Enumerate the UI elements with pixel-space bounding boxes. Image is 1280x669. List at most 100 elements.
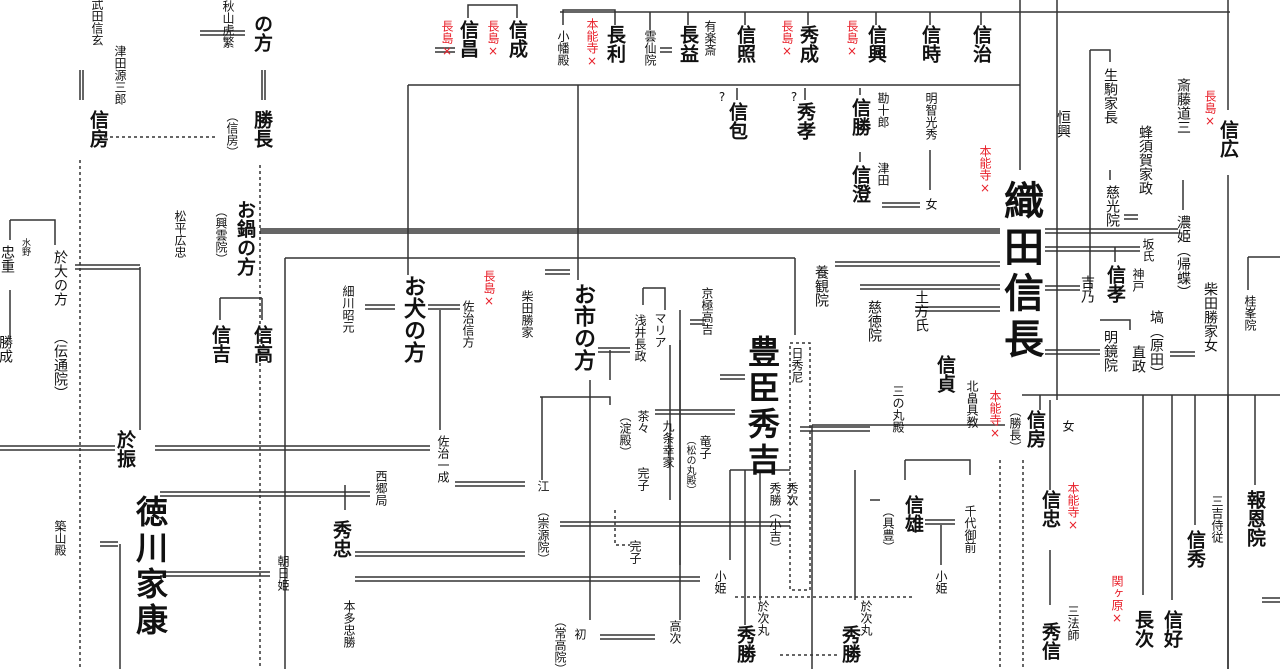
person-jikoin: 慈光院	[1104, 185, 1120, 227]
person-matsunomaru: （松の丸殿）	[684, 435, 695, 495]
uncertain-mark: ?	[715, 90, 729, 104]
person-meikyoin: 明鏡院	[1102, 330, 1118, 372]
person-azai-nagamasa: 浅井長政	[633, 314, 647, 362]
person-ofuri: 於振	[114, 430, 136, 468]
person-hachisuka: 蜂須賀家政	[1137, 125, 1153, 195]
person-obata: 小幡殿	[556, 30, 570, 66]
person-nisshuni: 日秀尼	[790, 347, 804, 383]
person-nagatsugu: 長次	[1132, 610, 1154, 648]
death-mark: 長島×	[486, 20, 500, 58]
death-mark: 本能寺×	[1066, 482, 1080, 532]
person-kanjuro: 勘十郎	[876, 92, 890, 128]
death-mark: 長島×	[845, 20, 859, 58]
line-marriage-short	[200, 30, 920, 208]
person-nobutoki: 信時	[919, 25, 941, 63]
person-ikoma: 生駒家長	[1102, 68, 1118, 124]
person-ban-harada: 塙（原田）	[1148, 310, 1164, 380]
person-nohime: 濃姫（帰蝶）	[1175, 215, 1191, 299]
person-hidenari: 秀成	[797, 25, 819, 63]
person-unsenin: 雲仙院	[643, 30, 657, 66]
person-shibata-katsuie: 柴田勝家	[520, 290, 534, 338]
person-saji-nobukata: 佐治信方	[461, 300, 475, 348]
person-keihoin: 桂峯院	[1243, 295, 1257, 331]
person-nobukatsu-2: 信雄	[902, 495, 924, 533]
line-marriage-v	[79, 70, 266, 100]
person-kitabatake: 北畠具教	[965, 380, 979, 428]
person-nobuharu: 信治	[970, 25, 992, 63]
person-oda-nobunaga: 織田信長	[997, 180, 1043, 364]
line-oinu	[365, 304, 460, 430]
person-maria: マリア	[653, 312, 667, 348]
person-nobuoki: 信興	[865, 25, 887, 63]
person-sanboshi: 三法師	[1066, 605, 1080, 641]
person-hidekatsu-right: 秀勝	[839, 625, 861, 663]
line-right-relations	[1089, 49, 1184, 330]
person-gusho: （具豊）	[881, 505, 895, 553]
person-hatsu: 初	[573, 628, 587, 640]
person-shibata-daughter: 柴田勝家女	[1202, 282, 1218, 352]
person-jitokuin: 慈徳院	[866, 300, 882, 342]
person-sugenin: （崇源院）	[536, 505, 550, 565]
person-toyotomi-hideyoshi: 豊臣秀吉	[743, 335, 781, 479]
person-akiyama: 秋山虎繁	[221, 0, 235, 48]
person-hoonin: 報恩院	[1244, 490, 1266, 547]
person-nobukane: 信包	[726, 102, 748, 140]
line-concubines	[835, 261, 1000, 312]
person-nobutaka-2: 信高	[251, 325, 273, 363]
person-hidetada: 秀忠	[330, 520, 352, 558]
person-nobumasa: 信昌	[457, 20, 479, 58]
person-saigo: 西郷局	[374, 470, 388, 506]
person-nobufusa: 信房	[1024, 410, 1046, 448]
line-nobunaga-children	[1022, 394, 1280, 669]
person-nobutada: 信忠	[1039, 490, 1061, 528]
person-kohime-left: 小姫	[713, 570, 727, 594]
person-odai: 於大の方	[52, 250, 68, 306]
line-second-row	[736, 88, 931, 190]
person-naomasa: 直政	[1130, 345, 1146, 373]
person-katsunari: 勝成	[0, 335, 13, 363]
line-nobukatsu	[800, 426, 971, 600]
person-hidenobu: 秀信	[1039, 622, 1061, 660]
person-onna: 女	[924, 198, 938, 210]
person-sadako: 完子	[636, 467, 650, 491]
person-kujo: 九条幸家	[661, 420, 675, 468]
person-nobuyoshi: 信好	[1161, 610, 1183, 648]
person-matsudaira: 松平広忠	[173, 210, 187, 258]
person-nobunari: 信成	[506, 20, 528, 58]
person-yokanin: 養観院	[813, 265, 829, 307]
person-tsuda-genzaburo: 津田源三郎	[113, 45, 127, 105]
person-takeda-shingen: 武田信玄	[90, 0, 104, 46]
person-nobuhide: 信秀	[1184, 530, 1206, 568]
person-sannomaru: 三の丸殿	[891, 385, 905, 433]
line-siblings	[407, 84, 1020, 280]
person-dentsuin: （伝通院）	[52, 330, 68, 400]
person-otsuya: の方	[251, 14, 273, 52]
person-onna-2: 女	[1061, 420, 1075, 432]
person-nobuhiro: 信広	[1217, 120, 1239, 158]
person-nobuteru: 信照	[734, 25, 756, 63]
person-asahi: 朝日姫	[276, 555, 290, 591]
person-nobuzumi: 信澄	[849, 165, 871, 203]
line-children-top	[467, 4, 982, 30]
person-mizuno: 水野	[20, 238, 30, 256]
person-go: 江	[536, 480, 550, 492]
person-hidekatsu-left: 秀勝	[734, 625, 756, 663]
person-otsugimaru-left: 於次丸	[756, 600, 770, 636]
person-hosokawa: 細川昭元	[341, 285, 355, 333]
person-jokoin: （常高院）	[553, 615, 567, 669]
person-katsunaga-alias: （信房）	[225, 110, 239, 158]
death-mark: 長島×	[440, 20, 454, 58]
line-right-marriage	[1170, 256, 1280, 603]
line-onabe-children	[219, 257, 796, 669]
person-hidekatsu-kokichi: 秀勝（小吉）	[768, 482, 782, 554]
person-nobutaka: 信孝	[1104, 265, 1126, 303]
death-mark: 本能寺×	[988, 390, 1002, 440]
death-mark: 長島×	[1203, 90, 1217, 128]
line-matsudaira	[9, 219, 141, 430]
line-wives-right	[1045, 228, 1178, 355]
person-nagamasu: 長益	[677, 25, 699, 63]
person-saito-dosan: 斎藤道三	[1175, 78, 1191, 134]
person-tsuneoki: 恒興	[1055, 110, 1071, 138]
